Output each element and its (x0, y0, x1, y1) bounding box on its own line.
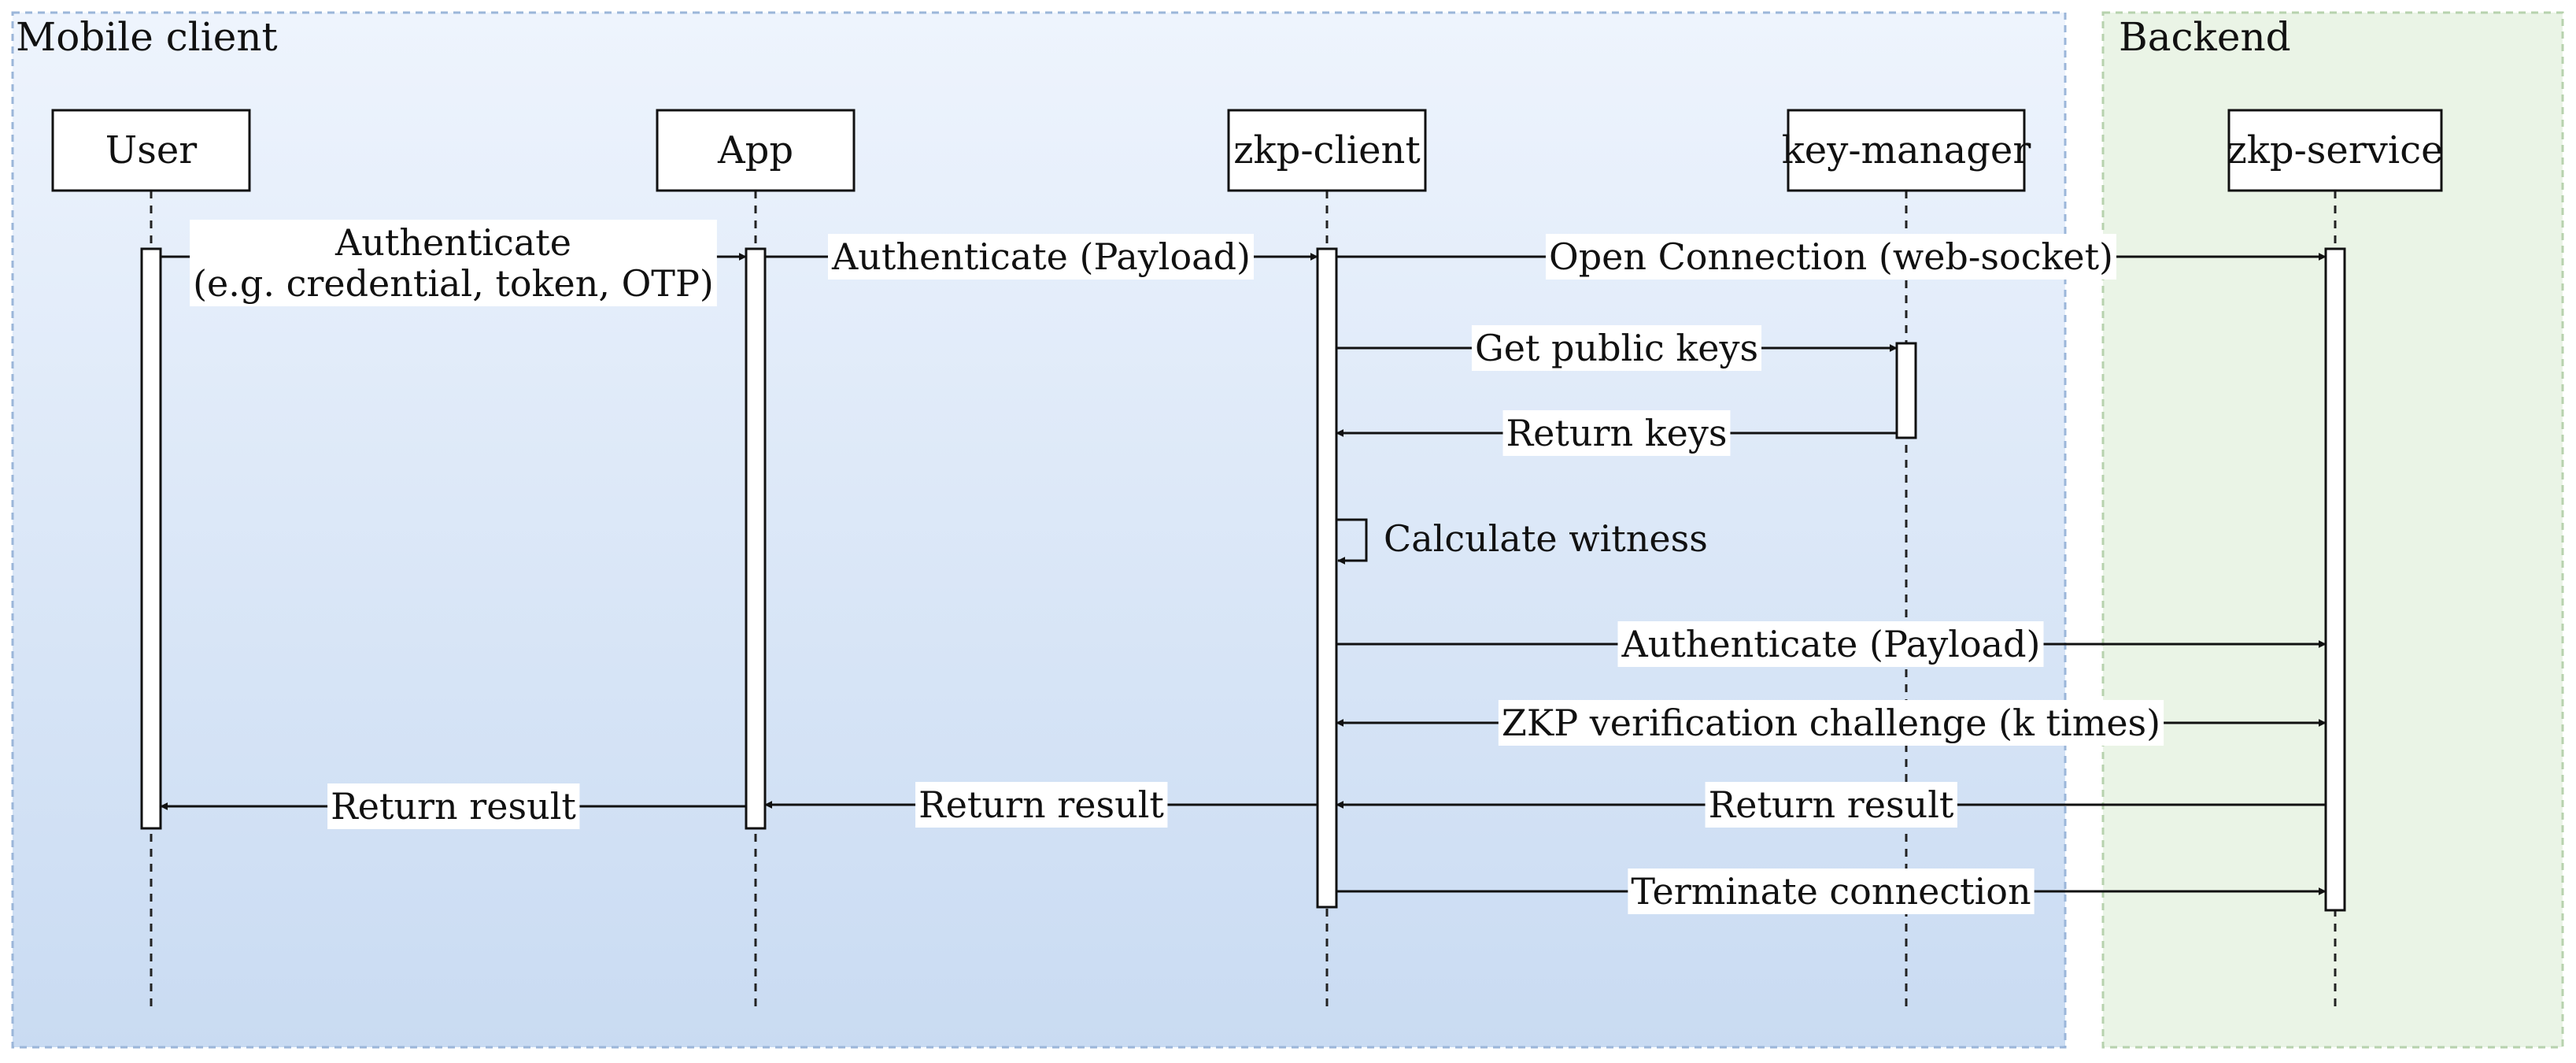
activation-zkp-client (1316, 247, 1338, 909)
message-label-6: Calculate witness (1384, 517, 1708, 560)
actor-box-key-manager (1787, 109, 2026, 192)
message-label-4: Get public keys (1475, 327, 1758, 369)
message-label-bg-8 (1498, 700, 2164, 746)
message-label-bg-5 (1502, 410, 1731, 456)
actor-label-zkp-service: zkp-service (2227, 128, 2443, 172)
activation-key-manager-keys (1895, 342, 1917, 439)
message-label-bg-3 (1545, 234, 2117, 280)
backend-group-title: Backend (2119, 14, 2291, 60)
activation-zkp-service (2324, 247, 2346, 912)
message-label-bg-2 (828, 234, 1254, 280)
message-label-11: Return result (1709, 783, 1954, 826)
activation-user (140, 247, 162, 830)
actor-box-zkp-service (2227, 109, 2443, 192)
message-label-bg-9 (327, 783, 580, 829)
message-label-group-5: Return keys (1502, 410, 1731, 456)
message-label-group-6: Calculate witness (1384, 517, 1708, 560)
message-label-group-7: Authenticate (Payload) (1617, 621, 2044, 667)
actor-box-zkp-client (1227, 109, 1427, 192)
message-label-group-12: Terminate connection (1628, 869, 2035, 914)
message-label-group-4: Get public keys (1471, 325, 1762, 371)
message-label-group-10: Return result (915, 782, 1168, 828)
actor-app: App (656, 109, 856, 192)
actor-label-key-manager: key-manager (1782, 128, 2031, 172)
message-label-1-line-1: Authenticate (334, 221, 571, 264)
message-label-2: Authenticate (Payload) (831, 235, 1251, 278)
self-arrow-calculate-witness (1336, 518, 1368, 565)
actor-label-app: App (717, 128, 793, 172)
mobile-client-group-title: Mobile client (16, 14, 278, 60)
actor-key-manager: key-manager (1782, 109, 2031, 192)
message-6 (1336, 518, 1368, 565)
activation-app (745, 247, 767, 830)
message-label-1-line-2: (e.g. credential, token, OTP) (193, 262, 714, 305)
message-label-bg-7 (1617, 621, 2044, 667)
message-label-bg-1 (190, 220, 717, 306)
message-label-12: Terminate connection (1631, 870, 2031, 913)
actor-label-user: User (105, 128, 197, 172)
message-label-bg-12 (1628, 869, 2035, 914)
message-label-7: Authenticate (Payload) (1621, 623, 2041, 665)
actor-box-app (656, 109, 856, 192)
message-label-10: Return result (918, 783, 1164, 826)
message-label-5: Return keys (1506, 412, 1728, 454)
message-label-bg-11 (1705, 782, 1957, 828)
message-label-8: ZKP verification challenge (k times) (1502, 702, 2160, 744)
message-label-group-1: Authenticate(e.g. credential, token, OTP… (190, 220, 717, 306)
message-label-bg-10 (915, 782, 1168, 828)
message-label-group-2: Authenticate (Payload) (828, 234, 1254, 280)
message-label-bg-4 (1471, 325, 1762, 371)
message-label-group-11: Return result (1705, 782, 1957, 828)
actor-box-user (51, 109, 251, 192)
actor-zkp-client: zkp-client (1227, 109, 1427, 192)
message-label-group-8: ZKP verification challenge (k times) (1498, 700, 2164, 746)
message-label-9: Return result (331, 785, 576, 828)
message-label-group-3: Open Connection (web-socket) (1545, 234, 2117, 280)
actor-label-zkp-client: zkp-client (1233, 128, 1421, 172)
actor-zkp-service: zkp-service (2227, 109, 2444, 192)
message-label-3: Open Connection (web-socket) (1549, 235, 2113, 278)
actor-user: User (51, 109, 251, 192)
message-label-group-9: Return result (327, 783, 580, 829)
